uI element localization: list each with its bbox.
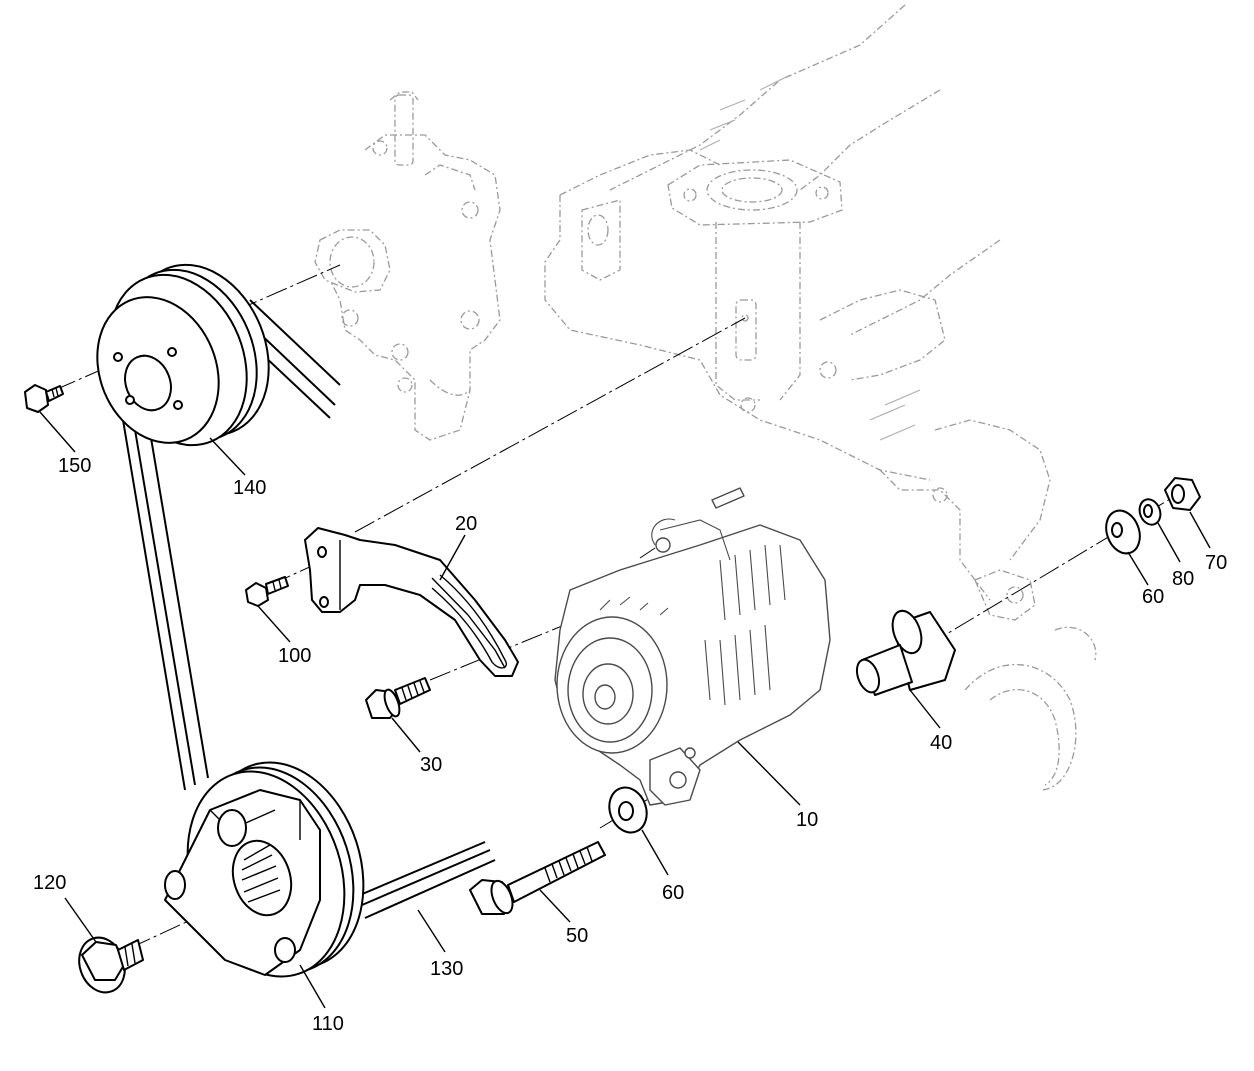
- callout-50: 50: [566, 925, 588, 947]
- callout-30: 30: [420, 754, 442, 776]
- bolt-100: [245, 576, 289, 607]
- alternator: [554, 487, 831, 806]
- spacer-40: [855, 609, 956, 696]
- callout-10: 10: [796, 809, 818, 831]
- callout-70: 70: [1205, 552, 1227, 574]
- alternator-bracket: [304, 527, 519, 677]
- callout-20: 20: [455, 513, 477, 535]
- washer-60-upper: [1105, 509, 1141, 555]
- callout-120: 120: [33, 872, 66, 894]
- callout-80: 80: [1172, 568, 1194, 590]
- water-pump-pulley: [96, 263, 270, 447]
- engine-block-ghost: [544, 4, 1097, 791]
- bolt-150: [24, 384, 64, 413]
- callout-60-upper: 60: [1142, 586, 1164, 608]
- v-belt: [122, 299, 496, 919]
- callout-140: 140: [233, 477, 266, 499]
- callout-40: 40: [930, 732, 952, 754]
- leader-lines: [39, 411, 1211, 1009]
- callout-110: 110: [312, 1013, 344, 1035]
- nut-70: [1164, 477, 1201, 511]
- crankshaft-pulley: [164, 761, 365, 978]
- bolt-30: [365, 677, 431, 719]
- callout-labels: 150 140 20 100 30 10 40 60 80 70 60 50 1…: [33, 455, 1227, 1035]
- water-pump-ghost: [314, 91, 501, 441]
- callout-130: 130: [430, 958, 463, 980]
- callout-60-lower: 60: [662, 882, 684, 904]
- callout-150: 150: [58, 455, 91, 477]
- washer-60-lower: [608, 786, 648, 834]
- long-bolt-50: [469, 841, 606, 915]
- flange-bolt-120: [78, 936, 144, 994]
- lock-washer-80: [1138, 498, 1162, 526]
- callout-100: 100: [278, 645, 311, 667]
